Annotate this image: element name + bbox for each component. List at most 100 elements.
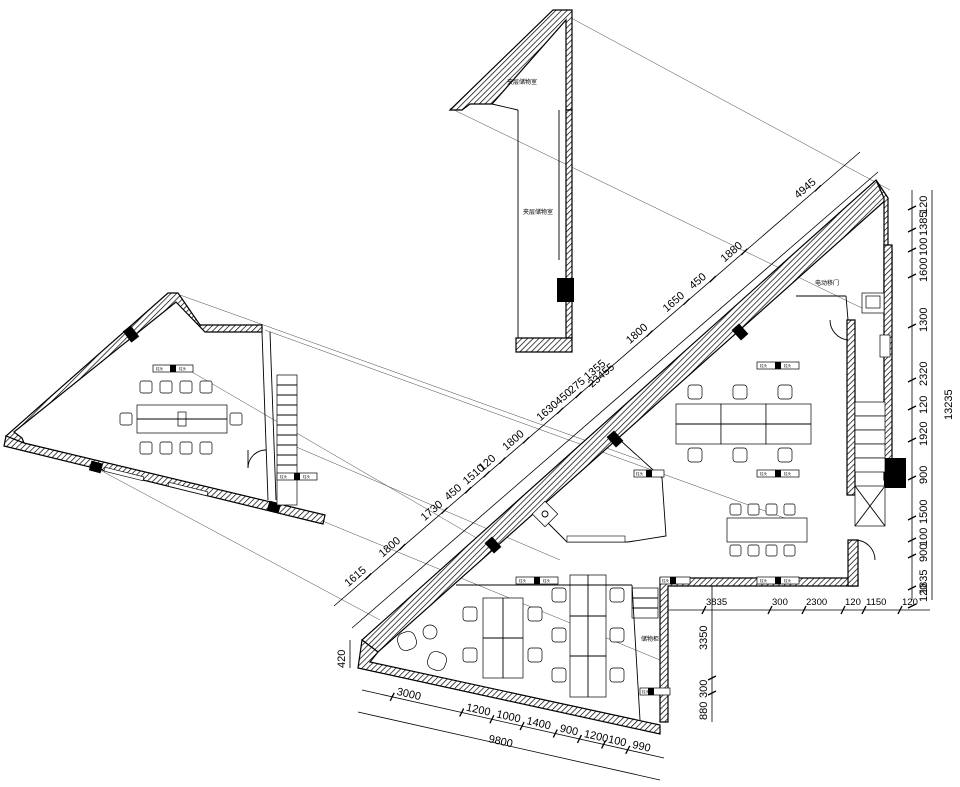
left-dimension: 420 xyxy=(336,640,351,668)
projection-lines xyxy=(99,11,891,661)
dim-label: 120 xyxy=(845,597,861,608)
dim-label: 3000 xyxy=(396,686,423,703)
dim-label: 1500 xyxy=(918,500,930,524)
storage-cabinets-right xyxy=(854,401,886,527)
dim-label: 1200 xyxy=(465,702,492,719)
dim-tick xyxy=(489,714,495,724)
dim-label: 1920 xyxy=(918,422,930,446)
column-tag: 柱头 xyxy=(784,363,792,368)
dim-tick xyxy=(907,437,917,443)
dim-tick xyxy=(519,721,525,731)
dim-label: 900 xyxy=(918,544,930,562)
mezzanine-storage-block: 夹层储物室 夹层储物室 xyxy=(448,9,574,353)
dim-label: 120 xyxy=(918,396,930,414)
column-tags-main: 柱头 柱头 柱头 柱头 柱头 柱头 柱头 柱头 柱头 柱头 柱头 xyxy=(515,361,800,696)
left-meeting-room: 柱头 柱头 柱头 柱头 xyxy=(3,292,326,525)
dim-label: 1800 xyxy=(500,428,526,453)
column-tag: 柱头 xyxy=(519,578,527,583)
dim-label: 450 xyxy=(442,482,464,503)
column-tag: 柱头 xyxy=(784,578,792,583)
dim-label: 4945 xyxy=(792,176,818,201)
dim-label: 1000 xyxy=(495,708,522,725)
dim-label: 1800 xyxy=(624,321,650,346)
dim-tick xyxy=(907,515,917,521)
dim-tick xyxy=(907,227,917,233)
storage-cabinet-label: 储物柜 xyxy=(641,635,659,643)
dim-tick xyxy=(556,407,564,415)
column-tag: 柱头 xyxy=(784,471,792,476)
dim-tick xyxy=(682,298,690,306)
dim-label: 2320 xyxy=(918,362,930,386)
column-tag: 柱头 xyxy=(303,474,311,479)
dim-tick xyxy=(625,745,631,755)
dim-label: 100 xyxy=(607,734,628,750)
column-tag: 柱头 xyxy=(543,578,551,583)
column-tag: 柱头 xyxy=(760,363,768,368)
diagonal-dimension-chain: 1615180017304501510120180016304502751355… xyxy=(333,151,879,629)
dim-tick xyxy=(907,553,917,559)
column-tag: 柱头 xyxy=(280,474,288,479)
room-label-mezzanine-lower: 夹层储物室 xyxy=(523,208,553,216)
dim-tick xyxy=(701,605,707,615)
dim-tick xyxy=(709,275,717,283)
dim-tick xyxy=(907,247,917,253)
dim-tick xyxy=(814,184,822,192)
dim-label: 1615 xyxy=(343,564,369,589)
dim-tick xyxy=(464,486,472,494)
dim-tick xyxy=(840,605,846,615)
dim-tick xyxy=(389,692,395,702)
dim-label: 420 xyxy=(336,650,348,668)
column-tags-left: 柱头 柱头 柱头 柱头 xyxy=(152,364,318,481)
dim-label: 120 xyxy=(918,196,930,214)
dim-label: 1730 xyxy=(419,498,445,523)
dim-label: 1880 xyxy=(719,240,745,265)
room-label-mezzanine-upper: 夹层储物室 xyxy=(507,78,537,86)
workstations-bottom xyxy=(462,574,625,698)
column-tag: 柱头 xyxy=(760,578,768,583)
dim-label: 450 xyxy=(687,271,709,292)
column-tag: 柱头 xyxy=(642,689,650,694)
right-total-dimension: 13235 xyxy=(943,389,955,420)
dim-label: 1600 xyxy=(918,258,930,282)
dim-tick xyxy=(861,605,867,615)
dim-tick xyxy=(398,543,406,551)
dim-tick xyxy=(483,470,490,478)
bottom-total-dimension: 9800 xyxy=(487,733,514,750)
dim-tick xyxy=(801,605,807,615)
meeting-chairs-left xyxy=(119,380,243,455)
dim-tick xyxy=(767,605,773,615)
dim-tick xyxy=(441,507,448,515)
dim-tick xyxy=(907,377,917,383)
dim-tick xyxy=(576,734,583,744)
dim-label: 2300 xyxy=(806,597,827,608)
vertical-dimension-chain: 3350 300 880 xyxy=(698,586,717,722)
dim-label: 3835 xyxy=(706,597,727,608)
electric-sliding-door-label: 电动移门 xyxy=(815,279,839,287)
column-tag: 柱头 xyxy=(636,471,644,476)
main-floor: 电动移门 xyxy=(357,179,906,735)
dim-tick xyxy=(601,740,607,749)
lounge-seating xyxy=(397,624,447,671)
dim-tick xyxy=(522,436,530,444)
dim-label: 1400 xyxy=(525,715,552,732)
dim-tick xyxy=(364,573,372,580)
dim-label: 120 xyxy=(918,584,930,602)
dim-tick xyxy=(575,391,583,399)
dim-tick xyxy=(907,323,917,329)
dim-tick xyxy=(498,457,506,465)
dim-tick xyxy=(907,585,917,591)
column-tag: 柱头 xyxy=(156,366,164,371)
dim-tick xyxy=(897,605,903,615)
dim-tick xyxy=(907,205,917,211)
dim-tick xyxy=(907,475,917,481)
dim-label: 120 xyxy=(902,597,918,608)
dim-tick xyxy=(907,603,917,609)
column-tag: 柱头 xyxy=(179,366,187,371)
stair-treads xyxy=(277,384,297,466)
dim-tick xyxy=(907,405,917,411)
dim-label: 1150 xyxy=(866,597,886,608)
dim-label: 1300 xyxy=(918,308,930,332)
